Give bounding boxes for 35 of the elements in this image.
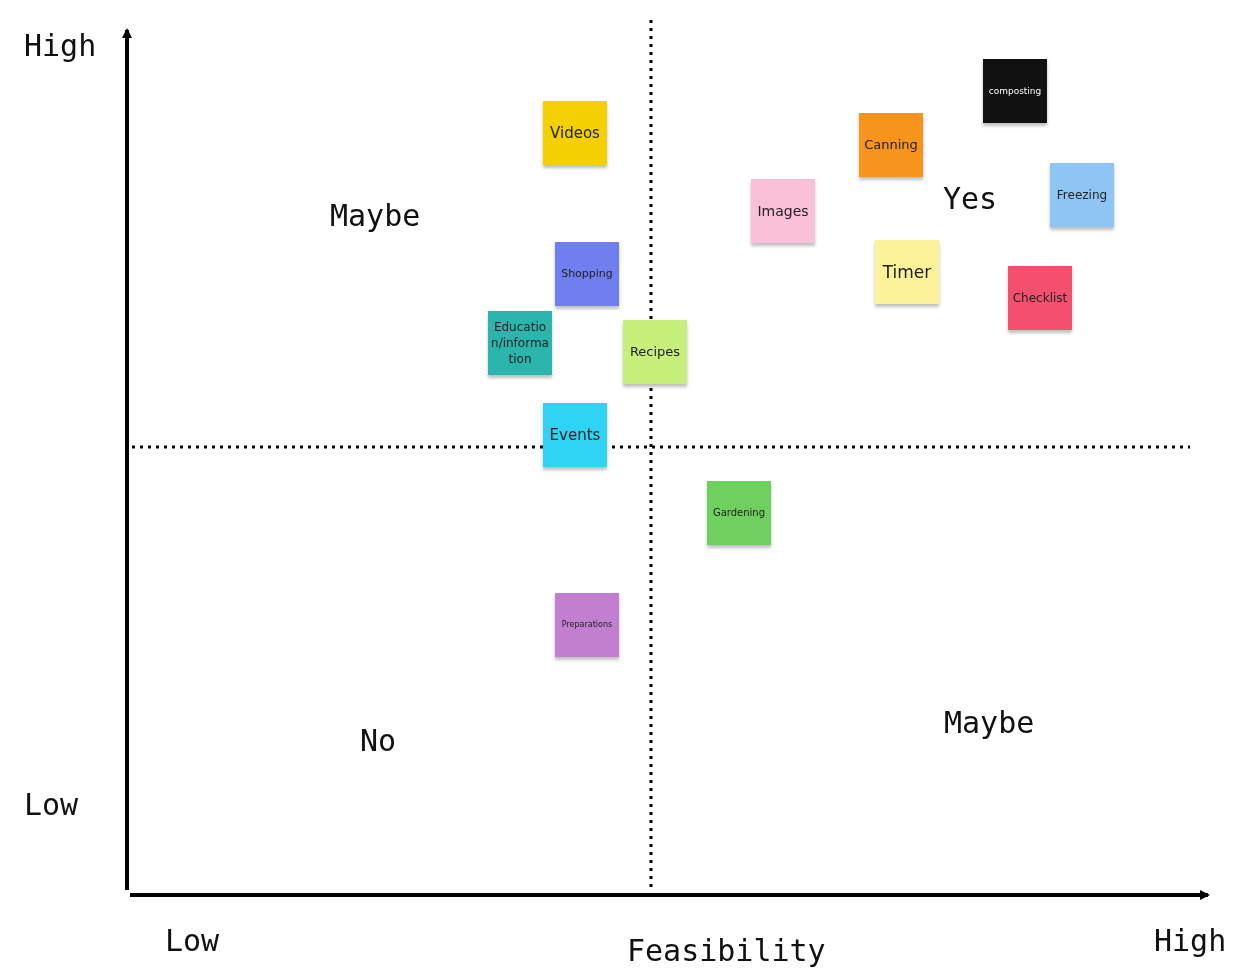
note-text: Shopping <box>561 266 613 282</box>
sticky-note <box>1050 163 1114 227</box>
sticky-note <box>707 481 771 545</box>
quadrant-label: No <box>360 723 397 758</box>
axis-label: High <box>24 28 97 63</box>
sticky-note <box>543 403 607 467</box>
note-text: composting <box>988 84 1042 98</box>
note-text: Timer <box>882 260 932 284</box>
axis-label: Low <box>24 787 79 822</box>
sticky-note <box>875 240 939 304</box>
note-text: Images <box>757 201 809 221</box>
sticky-note <box>983 59 1047 123</box>
quadrant-label: Maybe <box>330 198 421 233</box>
note-text: Canning <box>864 136 918 154</box>
note-text: Gardening <box>712 506 766 520</box>
note-text: Freezing <box>1056 186 1108 204</box>
axis-title: Feasibility <box>627 933 826 968</box>
quadrant-label: Yes <box>943 181 998 216</box>
sticky-note <box>751 179 815 243</box>
note-text: Education/information <box>490 318 550 368</box>
sticky-note <box>1008 266 1072 330</box>
note-text: Events <box>549 424 601 446</box>
sticky-note <box>555 242 619 306</box>
sticky-note <box>555 593 619 657</box>
note-text: Checklist <box>1012 289 1068 307</box>
note-text: Recipes <box>629 343 681 361</box>
quadrant-label: Maybe <box>944 705 1035 740</box>
sticky-note <box>543 101 607 165</box>
sticky-note <box>859 113 923 177</box>
note-text: Preparations <box>561 619 613 631</box>
sticky-note <box>623 320 687 384</box>
sticky-note <box>488 311 552 375</box>
axis-label: Low <box>165 923 220 958</box>
note-text: Videos <box>550 122 600 144</box>
axis-label: High <box>1154 923 1227 958</box>
